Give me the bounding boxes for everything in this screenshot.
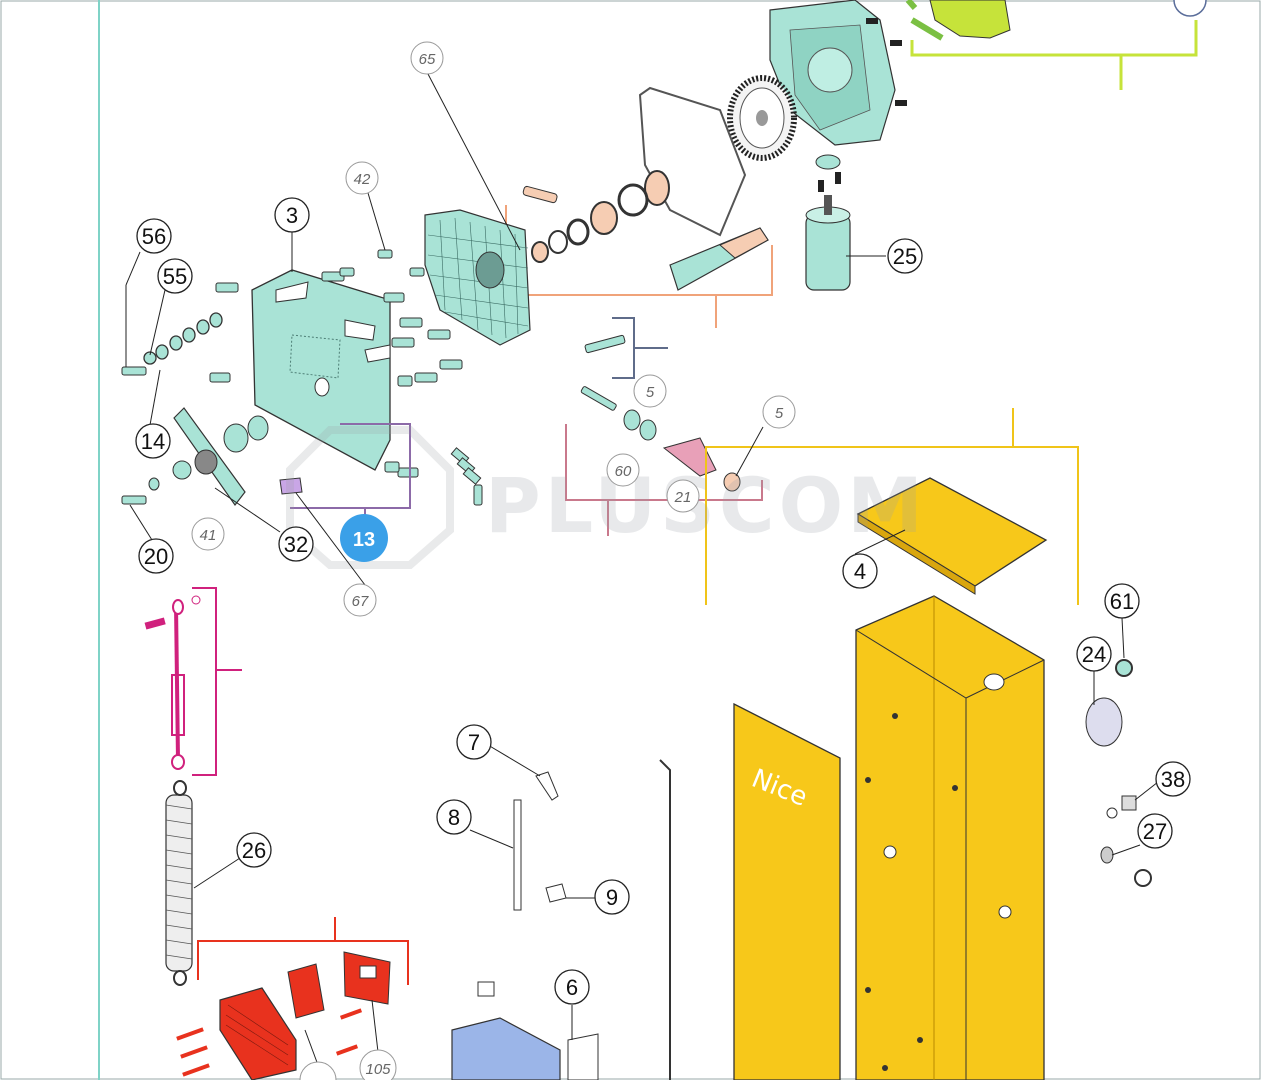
callout-7-label: 7 [468, 730, 480, 755]
callout-61: 61 [1104, 583, 1140, 619]
turnbuckle-assembly [144, 595, 201, 770]
lever-arm-32 [148, 407, 269, 507]
tension-spring-26 [165, 780, 193, 986]
callout-42: 42 [345, 161, 379, 195]
callout-25-label: 25 [893, 244, 917, 269]
watermark: PLUSCOM 13 [286, 426, 927, 569]
motor-part-25 [805, 195, 851, 291]
door-latch-wire [659, 759, 671, 1080]
cover-plate [424, 209, 531, 346]
callout-32-label: 32 [284, 532, 308, 557]
callout-41-label: 41 [200, 527, 217, 544]
callout-67: 67 [343, 583, 377, 617]
callout-20: 20 [138, 538, 174, 574]
magenta-bracket [192, 587, 217, 776]
housing-gasket [638, 86, 747, 237]
callout-14-label: 14 [141, 429, 165, 454]
callout-105: 105 [359, 1049, 397, 1080]
callout-4-label: 4 [854, 559, 866, 584]
callout-38-label: 38 [1161, 767, 1185, 792]
callout-5-a: 5 [633, 374, 667, 408]
washer-25 [815, 154, 841, 170]
callout-24-label: 24 [1082, 642, 1106, 667]
callout-65: 65 [410, 41, 444, 75]
callout-9: 9 [594, 879, 630, 915]
callout-105-label: 105 [365, 1061, 391, 1078]
callout-27-label: 27 [1143, 819, 1167, 844]
callout-21: 21 [666, 479, 700, 513]
purple-bracket [290, 423, 411, 509]
part-9-clip [545, 883, 567, 903]
callout-60-label: 60 [615, 463, 632, 480]
callout-5-b: 5 [762, 395, 796, 429]
barrier-cabinet [855, 595, 1045, 1080]
callout-5a-label: 5 [646, 384, 655, 401]
callout-9-label: 9 [606, 885, 618, 910]
callout-56-label: 56 [142, 224, 166, 249]
callout-67-label: 67 [352, 593, 369, 610]
large-gear [727, 75, 797, 161]
output-shaft-bearings [522, 170, 769, 291]
gear-housing [769, 0, 896, 146]
callout-25: 25 [887, 238, 923, 274]
main-plate-3 [251, 269, 391, 471]
watermark-badge [340, 514, 388, 562]
front-door-panel: Nice [733, 702, 841, 1080]
leader-lines [125, 73, 1159, 1066]
callout-24: 24 [1076, 636, 1112, 672]
callout-55-label: 55 [163, 264, 187, 289]
callout-56: 56 [136, 218, 172, 254]
callout-65-label: 65 [419, 51, 436, 68]
part-8-bar [513, 799, 522, 911]
housing-screws [866, 18, 907, 106]
callout-partial-bottom [299, 1061, 337, 1080]
rose-bracket [565, 424, 763, 501]
pin-parts [580, 334, 741, 492]
red-control-box-parts [176, 951, 391, 1080]
part-7-bracket [535, 771, 559, 801]
slate-bracket [612, 317, 635, 379]
plate-part-6 [567, 1033, 599, 1080]
washers-55 [143, 312, 223, 365]
callout-32: 32 [278, 526, 314, 562]
callout-14: 14 [135, 423, 171, 459]
callout-3-label: 3 [286, 203, 298, 228]
callout-41: 41 [191, 517, 225, 551]
callout-6-label: 6 [566, 975, 578, 1000]
callout-6: 6 [554, 969, 590, 1005]
lime-gearbox-assembly [905, 0, 1011, 41]
callout-27: 27 [1137, 813, 1173, 849]
spring-coil-small [450, 447, 483, 506]
red-bracket [197, 940, 409, 985]
control-board [451, 981, 561, 1080]
callout-38: 38 [1155, 761, 1191, 797]
callout-26-label: 26 [242, 838, 266, 863]
callout-4: 4 [842, 553, 878, 589]
callout-21-label: 21 [674, 489, 692, 506]
callout-20-label: 20 [144, 544, 168, 569]
callout-26: 26 [236, 832, 272, 868]
callout-8-label: 8 [448, 805, 460, 830]
watermark-badge-text: 13 [353, 529, 375, 551]
top-lid-4 [856, 477, 1048, 595]
watermark-text: PLUSCOM [485, 461, 927, 550]
plate-screws [121, 249, 463, 505]
callout-42-label: 42 [354, 171, 371, 188]
callout-3: 3 [274, 197, 310, 233]
lime-bracket [910, 20, 1198, 57]
callout-55: 55 [157, 258, 193, 294]
yellow-bracket [705, 446, 1079, 605]
callout-61-label: 61 [1110, 589, 1134, 614]
callout-60: 60 [606, 453, 640, 487]
spring-clip-67 [279, 477, 303, 495]
callout-8: 8 [436, 799, 472, 835]
callout-5b-label: 5 [775, 405, 784, 422]
right-small-parts [1085, 659, 1152, 887]
callout-7: 7 [456, 724, 492, 760]
